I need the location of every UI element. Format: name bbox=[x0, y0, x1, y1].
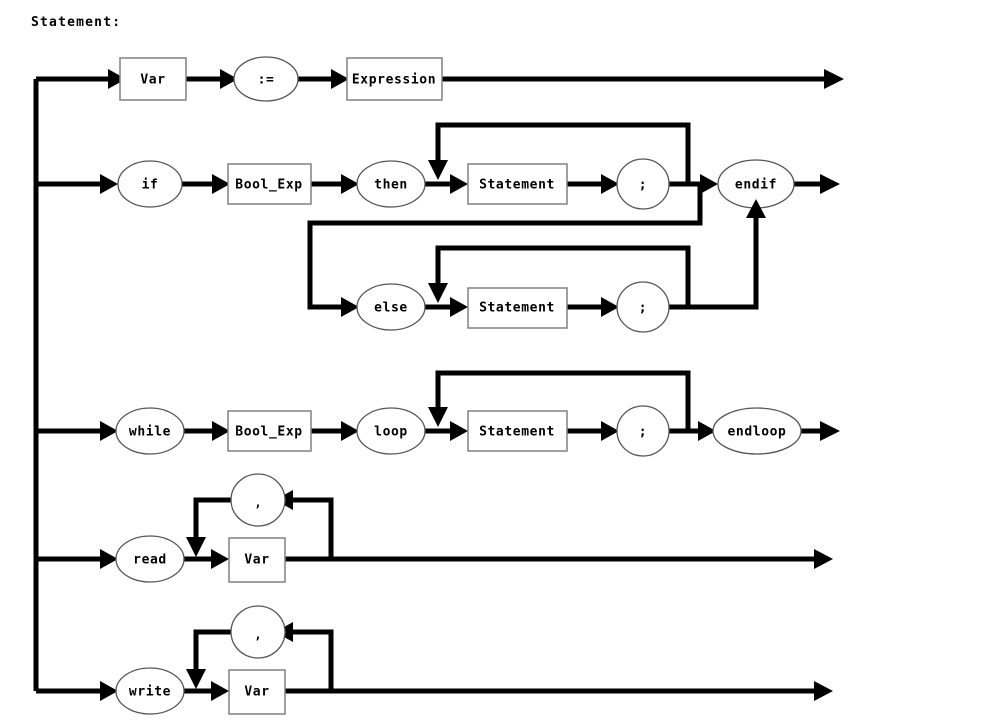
arrow-into-else bbox=[341, 297, 359, 317]
arrow-into-boolexp-while bbox=[212, 421, 230, 441]
arrow-into-loop bbox=[341, 421, 359, 441]
arrow-into-boolexp-if bbox=[212, 174, 230, 194]
arrow-into-var bbox=[108, 69, 126, 89]
node-assign-operator[interactable] bbox=[233, 56, 299, 102]
wire-read-comma-loop-right bbox=[293, 497, 334, 559]
node-comma-write[interactable] bbox=[230, 605, 286, 659]
arrow-else-loop-down bbox=[428, 283, 448, 303]
row-while-loop: while Bool_Exp loop Statement ; endloop bbox=[36, 370, 840, 457]
label-statement-loop: Statement bbox=[479, 425, 555, 440]
node-comma-read[interactable] bbox=[230, 473, 286, 527]
label-if-keyword: if bbox=[142, 178, 159, 193]
node-expression[interactable] bbox=[346, 57, 443, 101]
arrow-into-statement-else bbox=[450, 297, 468, 317]
label-comma-read: , bbox=[254, 496, 261, 510]
wire-loop-statement-loopback bbox=[435, 370, 691, 431]
row-else-branch: else Statement ; bbox=[307, 184, 766, 333]
label-endif-keyword: endif bbox=[735, 178, 777, 193]
label-endloop-keyword: endloop bbox=[728, 425, 787, 440]
arrow-row-read-exit bbox=[814, 549, 833, 569]
label-while-keyword: while bbox=[129, 425, 171, 440]
wire-else-exit-to-endif bbox=[669, 218, 759, 310]
node-else-keyword[interactable] bbox=[356, 283, 426, 331]
label-assign-operator: := bbox=[258, 73, 275, 88]
label-statement-else: Statement bbox=[479, 301, 555, 316]
row-if-statement: if Bool_Exp then Statement ; endif bbox=[36, 122, 840, 210]
wire-write-comma-loop-left bbox=[193, 629, 231, 669]
label-var-write: Var bbox=[244, 685, 269, 700]
row-assignment: Var := Expression bbox=[36, 56, 844, 102]
node-semicolon-loop[interactable] bbox=[616, 405, 670, 457]
arrow-into-var-write bbox=[211, 681, 229, 701]
label-then-keyword: then bbox=[374, 178, 408, 193]
node-write-keyword[interactable] bbox=[115, 667, 185, 715]
wire-write-comma-loop-right bbox=[293, 629, 334, 691]
label-semicolon-else: ; bbox=[639, 301, 647, 316]
label-else-keyword: else bbox=[374, 301, 408, 316]
wire-then-statement-loopback bbox=[435, 122, 691, 184]
arrow-comma-write-down bbox=[186, 669, 206, 689]
node-var-read[interactable] bbox=[228, 537, 286, 583]
arrow-into-semicolon-then bbox=[601, 174, 619, 194]
arrow-into-endif bbox=[700, 174, 718, 194]
arrow-row-write-exit bbox=[814, 681, 833, 701]
arrow-into-semicolon-loop bbox=[601, 421, 619, 441]
label-bool-exp-if: Bool_Exp bbox=[235, 178, 302, 193]
node-then-keyword[interactable] bbox=[356, 160, 426, 208]
label-var-read: Var bbox=[244, 553, 269, 568]
arrow-into-write bbox=[100, 681, 118, 701]
wire-else-branch-entry bbox=[307, 184, 703, 310]
arrow-into-semicolon-else bbox=[601, 297, 619, 317]
label-loop-keyword: loop bbox=[374, 425, 408, 440]
node-bool-exp-if[interactable] bbox=[227, 163, 312, 205]
label-var-assign: Var bbox=[140, 73, 165, 88]
node-while-keyword[interactable] bbox=[115, 407, 185, 455]
label-expression: Expression bbox=[352, 73, 436, 88]
arrow-into-var-read bbox=[211, 549, 229, 569]
row-write-statement: write , Var bbox=[36, 605, 833, 715]
arrow-into-expression bbox=[331, 69, 349, 89]
arrow-row-while-exit bbox=[820, 421, 840, 441]
arrow-then-loop-down bbox=[428, 160, 448, 180]
node-bool-exp-while[interactable] bbox=[227, 410, 312, 452]
node-statement-else[interactable] bbox=[467, 287, 568, 329]
arrow-into-statement-loop bbox=[450, 421, 468, 441]
arrow-into-endloop bbox=[698, 421, 716, 441]
node-semicolon-then[interactable] bbox=[616, 158, 670, 210]
arrow-loop-loop-down bbox=[428, 407, 448, 427]
node-var-write[interactable] bbox=[228, 669, 286, 715]
arrow-comma-read-down bbox=[186, 537, 206, 557]
arrow-into-read bbox=[100, 549, 118, 569]
label-read-keyword: read bbox=[133, 553, 167, 568]
arrow-row-assignment-exit bbox=[824, 69, 844, 89]
node-read-keyword[interactable] bbox=[115, 535, 185, 583]
node-endloop-keyword[interactable] bbox=[712, 407, 802, 455]
label-statement-then: Statement bbox=[479, 178, 555, 193]
node-statement-then[interactable] bbox=[467, 163, 568, 205]
arrow-into-if bbox=[100, 174, 118, 194]
node-loop-keyword[interactable] bbox=[356, 407, 426, 455]
node-var-assign[interactable] bbox=[119, 57, 187, 101]
arrow-row-if-exit bbox=[820, 174, 840, 194]
arrow-up-into-endif bbox=[746, 199, 766, 218]
wire-else-statement-loopback bbox=[435, 245, 691, 307]
label-write-keyword: write bbox=[129, 685, 171, 700]
arrow-into-assign bbox=[220, 69, 238, 89]
node-semicolon-else[interactable] bbox=[616, 281, 670, 333]
arrow-into-then bbox=[341, 174, 359, 194]
node-statement-loop[interactable] bbox=[467, 410, 568, 452]
label-semicolon-then: ; bbox=[639, 178, 647, 193]
arrow-into-while bbox=[100, 421, 118, 441]
label-comma-write: , bbox=[254, 628, 261, 642]
wire-read-comma-loop-left bbox=[193, 497, 231, 537]
node-if-keyword[interactable] bbox=[117, 160, 183, 208]
arrow-into-statement-then bbox=[450, 174, 468, 194]
diagram-title: Statement: bbox=[31, 15, 121, 30]
label-semicolon-loop: ; bbox=[639, 425, 647, 440]
row-read-statement: read , Var bbox=[36, 473, 833, 583]
label-bool-exp-while: Bool_Exp bbox=[235, 425, 302, 440]
